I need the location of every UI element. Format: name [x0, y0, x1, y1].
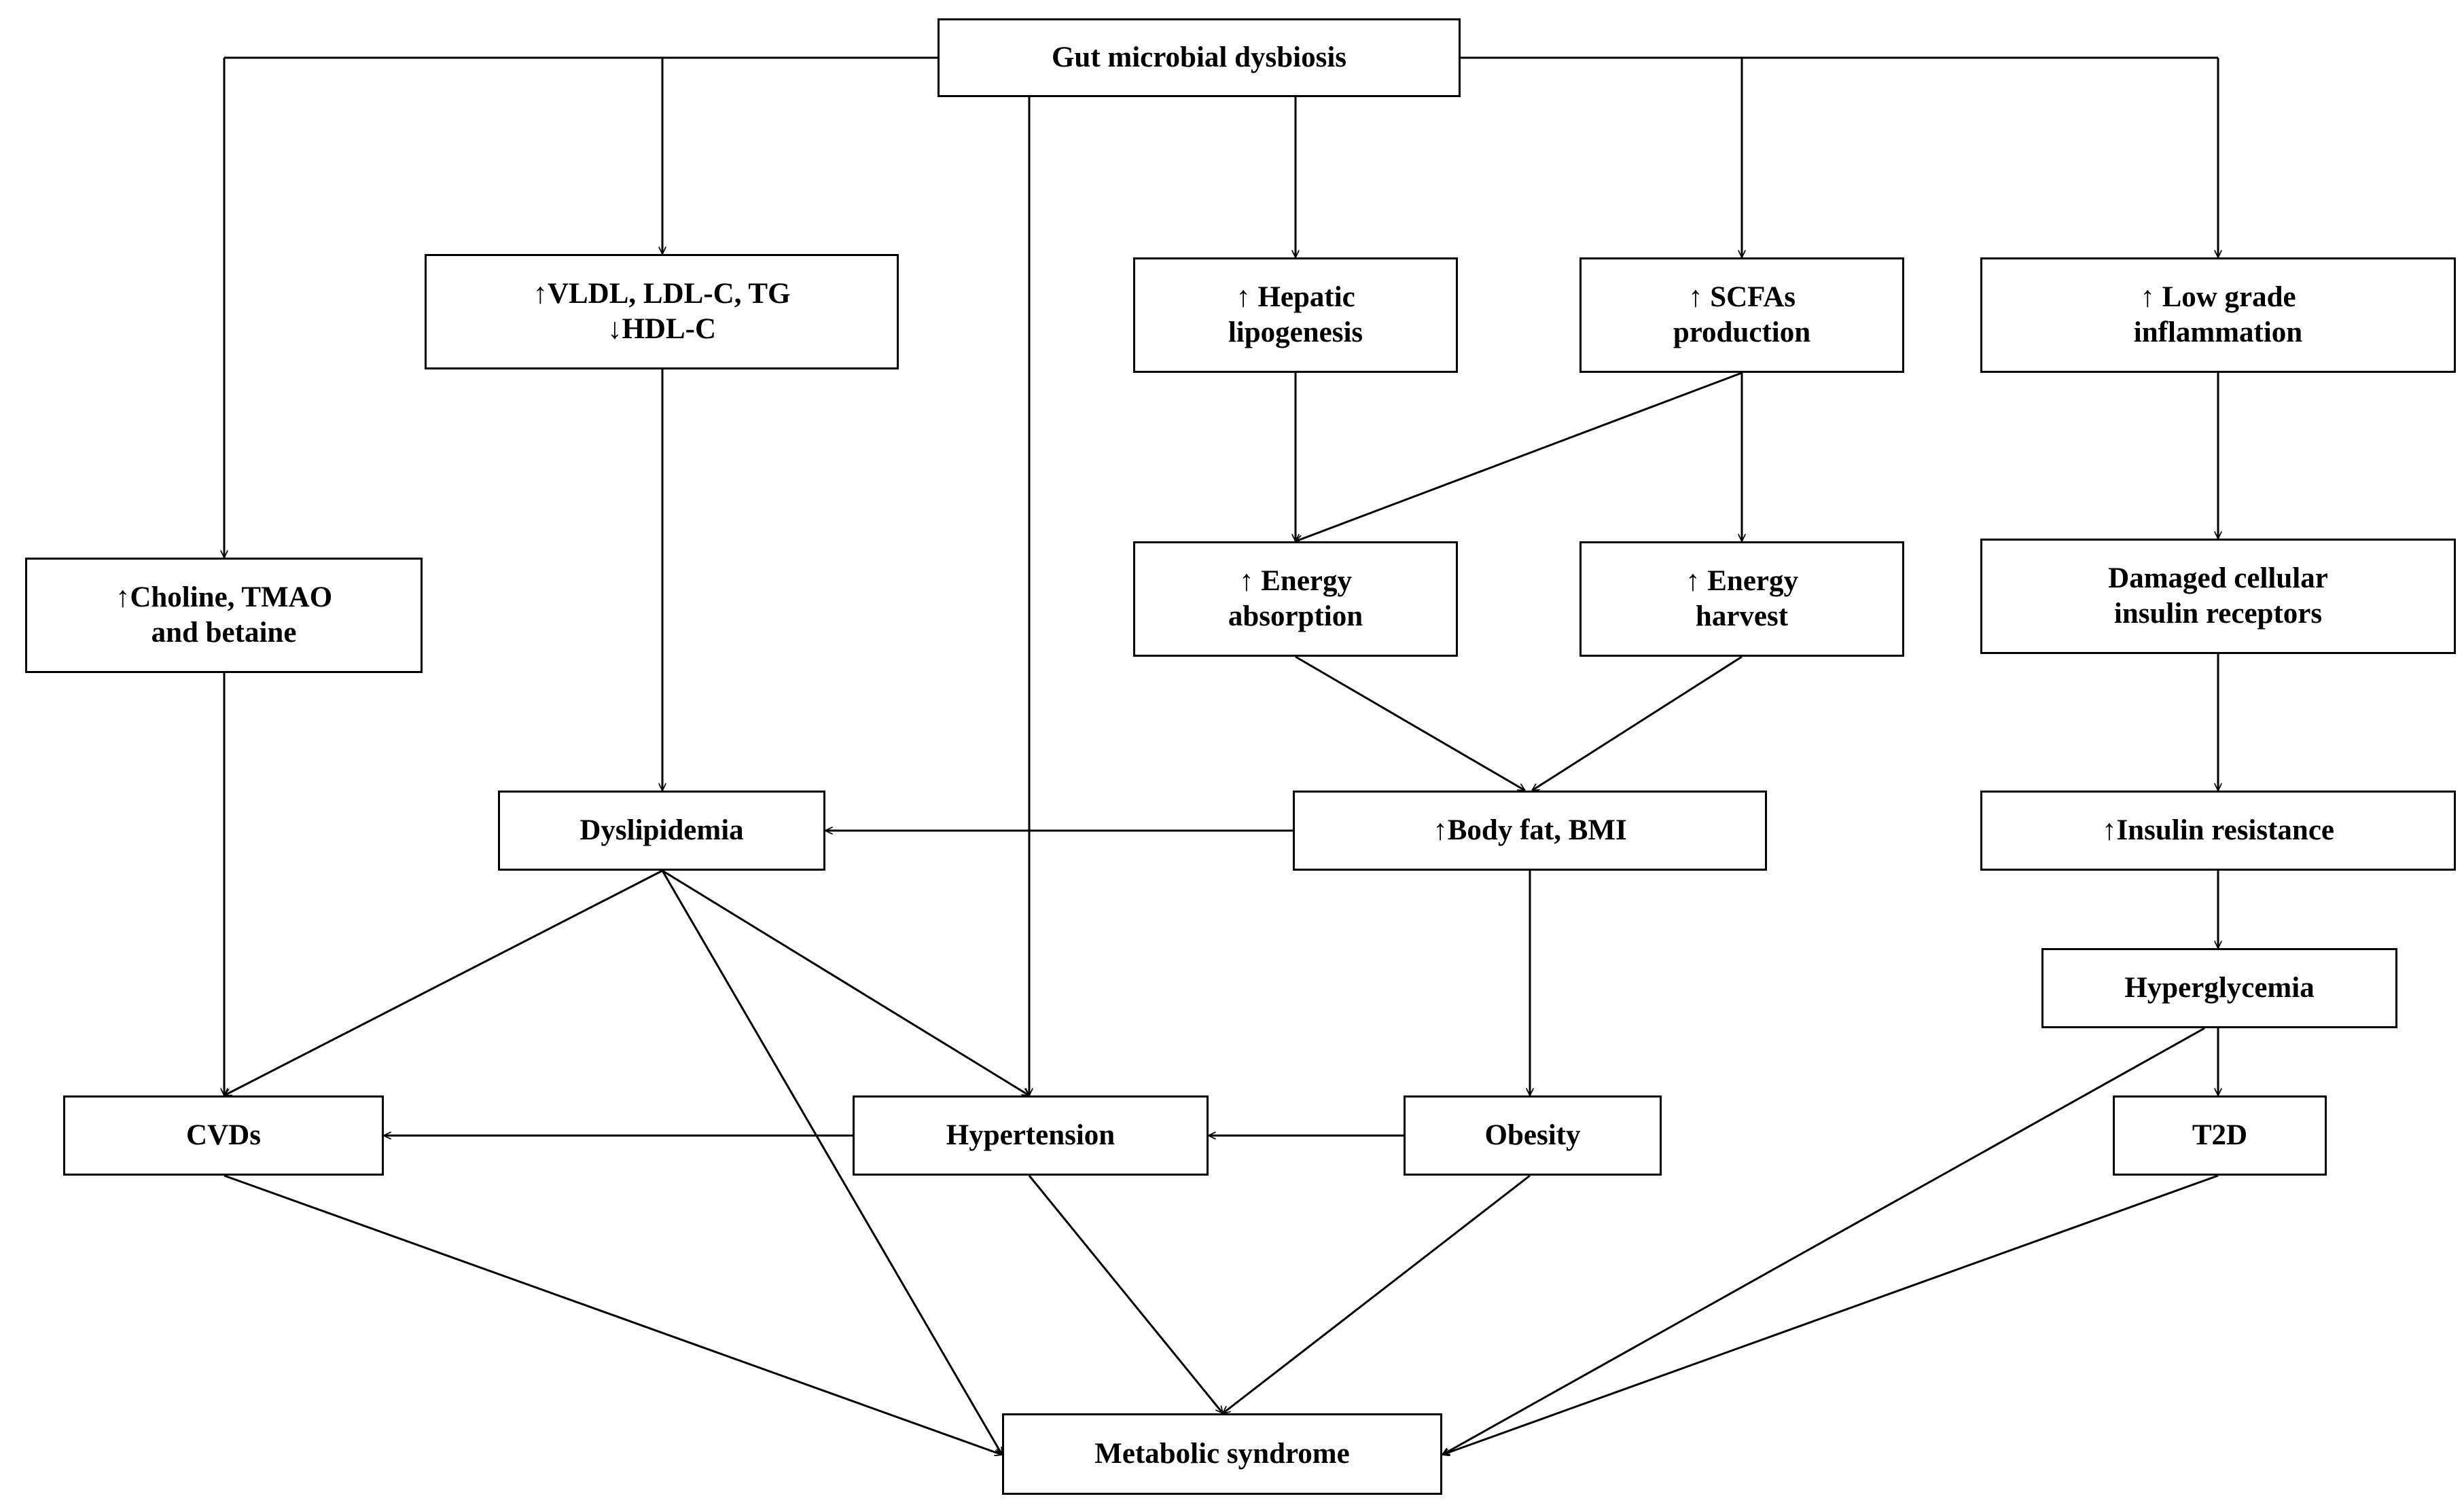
- node-line: production: [1673, 316, 1811, 348]
- node-line: and betaine: [151, 617, 297, 649]
- node-line: ↑VLDL, LDL-C, TG: [533, 278, 791, 310]
- node-line: Damaged cellular: [2108, 562, 2328, 595]
- node-line: Hypertension: [946, 1119, 1115, 1152]
- node-damaged-insulin-receptors: Damaged cellular insulin receptors: [1980, 539, 2456, 654]
- edge-dyslipidemia-to-hypertension: [662, 869, 1029, 1097]
- edge-hypertension-to-metabolic: [1028, 1175, 1223, 1413]
- node-metabolic-syndrome: Metabolic syndrome: [1002, 1413, 1442, 1495]
- node-line: Obesity: [1484, 1119, 1581, 1152]
- node-line: ↑ Hepatic: [1236, 281, 1355, 314]
- edge-obesity-to-metabolic: [1223, 1174, 1531, 1413]
- node-hepatic-lipogenesis: ↑ Hepatic lipogenesis: [1133, 257, 1458, 373]
- node-scfas-production: ↑ SCFAs production: [1579, 257, 1904, 373]
- node-energy-absorption: ↑ Energy absorption: [1133, 541, 1458, 657]
- node-line: ↑ Energy: [1685, 565, 1799, 598]
- node-low-grade-inflammation: ↑ Low grade inflammation: [1980, 257, 2456, 373]
- node-energy-harvest: ↑ Energy harvest: [1579, 541, 1904, 657]
- node-dyslipidemia: Dyslipidemia: [498, 791, 825, 871]
- node-line: ↑Choline, TMAO: [115, 581, 333, 614]
- edge-scfa-to-absorption: [1296, 371, 1743, 541]
- node-line: lipogenesis: [1228, 316, 1363, 348]
- edge-hyperglycemia-to-metabolic: [1442, 1027, 2205, 1456]
- edge-dyslipidemia-to-cvds: [224, 869, 663, 1097]
- edge-dyslipidemia-to-metabolic: [661, 870, 1003, 1455]
- node-line: Hyperglycemia: [2124, 972, 2315, 1004]
- node-line: ↑Insulin resistance: [2101, 814, 2335, 847]
- node-line: Dyslipidemia: [579, 814, 744, 847]
- node-hypertension: Hypertension: [853, 1095, 1209, 1176]
- node-gut-microbial-dysbiosis: Gut microbial dysbiosis: [938, 18, 1461, 97]
- node-line: ↑ Low grade: [2140, 281, 2296, 314]
- node-line: T2D: [2192, 1119, 2248, 1152]
- edge-t2d-to-metabolic: [1442, 1174, 2219, 1455]
- node-line: harvest: [1695, 600, 1789, 632]
- node-line: ↑ Energy: [1238, 565, 1353, 598]
- node-line: inflammation: [2133, 316, 2303, 348]
- node-body-fat-bmi: ↑Body fat, BMI: [1293, 791, 1767, 871]
- node-line: Gut microbial dysbiosis: [1051, 41, 1347, 74]
- node-line: absorption: [1228, 600, 1363, 632]
- node-t2d: T2D: [2113, 1095, 2327, 1176]
- node-lipid-profile: ↑VLDL, LDL-C, TG ↓HDL-C: [425, 254, 899, 369]
- edge-cvds-to-metabolic: [224, 1174, 1002, 1455]
- edge-harvest-to-bodyfat: [1532, 655, 1743, 792]
- node-hyperglycemia: Hyperglycemia: [2041, 948, 2397, 1028]
- edge-absorption-to-bodyfat: [1295, 655, 1525, 792]
- node-line: ↑Body fat, BMI: [1433, 814, 1627, 847]
- node-choline-tmao-betaine: ↑Choline, TMAO and betaine: [25, 558, 423, 673]
- node-line: Metabolic syndrome: [1094, 1438, 1350, 1470]
- node-cvds: CVDs: [63, 1095, 384, 1176]
- node-line: ↑ SCFAs: [1688, 281, 1796, 314]
- node-line: ↓HDL-C: [607, 313, 717, 345]
- node-obesity: Obesity: [1404, 1095, 1662, 1176]
- node-line: insulin receptors: [2113, 598, 2323, 630]
- node-insulin-resistance: ↑Insulin resistance: [1980, 791, 2456, 871]
- node-line: CVDs: [186, 1119, 261, 1152]
